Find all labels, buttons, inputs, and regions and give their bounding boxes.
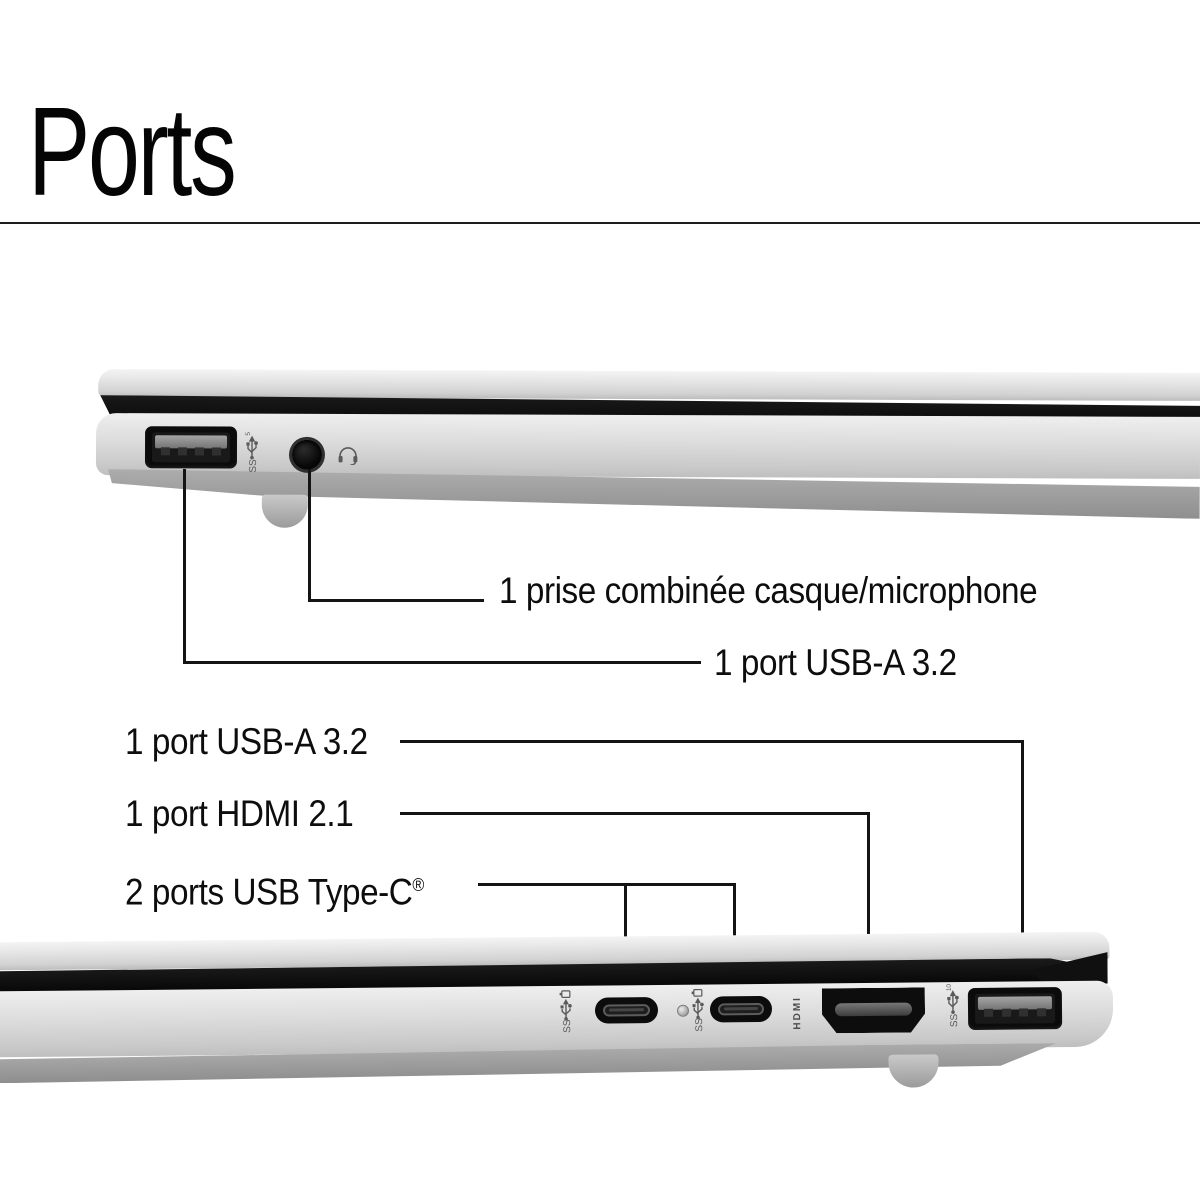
page-title: Ports	[28, 81, 237, 222]
hdmi-port	[822, 987, 925, 1033]
usb-c-charge-icon-1: SS	[558, 989, 574, 1033]
svg-text:10: 10	[946, 984, 953, 992]
headphone-jack-label: 1 prise combinée casque/microphone	[499, 570, 1038, 611]
usb-c-charge-icon-2: SS	[690, 988, 706, 1032]
usb-c-port-2	[709, 995, 773, 1023]
usb-a-right-callout-vline	[1021, 740, 1024, 998]
usb-c-callout-hline	[478, 883, 736, 886]
usb-a-left-callout-hline	[183, 661, 701, 664]
rubber-foot	[261, 494, 308, 528]
hdmi-callout-vline	[867, 812, 870, 1005]
usb-c-slot	[602, 1004, 651, 1017]
svg-text:5: 5	[245, 432, 252, 436]
headphone-callout-hline	[308, 599, 484, 602]
headset-icon	[337, 445, 359, 466]
charging-led	[676, 1004, 690, 1017]
title-divider	[0, 222, 1200, 224]
registered-mark: ®	[412, 875, 424, 895]
usb-a-recess	[151, 432, 231, 463]
laptop-right-side-view: SS SS	[0, 917, 1117, 1106]
hdmi-callout-hline	[400, 812, 870, 815]
laptop-base-edge	[95, 413, 1200, 479]
usb-a-pins	[983, 1008, 1047, 1017]
headphone-callout-vline	[308, 469, 311, 602]
svg-text:SS: SS	[949, 1013, 960, 1027]
usb-c-slot	[717, 1002, 765, 1016]
usb-superspeed-10-icon: SS 10	[945, 983, 961, 1028]
usb-a-port	[967, 987, 1063, 1031]
usb-c-label: 2 ports USB Type-C®	[125, 865, 424, 912]
laptop-lid-edge	[98, 369, 1200, 401]
headphone-jack	[291, 439, 323, 470]
usb-a-right-label: 1 port USB-A 3.2	[125, 721, 368, 762]
usb-a-pins	[160, 447, 222, 456]
usb-a-recess	[974, 993, 1056, 1024]
svg-text:SS: SS	[248, 459, 259, 473]
usb-c-port-1	[594, 996, 659, 1024]
laptop-left-side-view: SS 5	[94, 363, 1200, 542]
usb-superspeed-5-icon: SS 5	[244, 429, 260, 473]
hdmi-label: 1 port HDMI 2.1	[125, 793, 354, 834]
usb-a-port	[144, 426, 238, 469]
usb-a-left-callout-vline	[183, 469, 186, 664]
svg-text:SS: SS	[562, 1019, 573, 1033]
usb-a-left-label: 1 port USB-A 3.2	[714, 642, 957, 683]
rubber-foot	[888, 1054, 939, 1088]
usb-c-label-text: 2 ports USB Type-C	[125, 871, 413, 913]
svg-text:SS: SS	[694, 1018, 705, 1032]
usb-a-right-callout-hline	[400, 740, 1024, 743]
hdmi-slot	[835, 1003, 912, 1017]
hdmi-engraving: HDMI	[791, 996, 804, 1030]
